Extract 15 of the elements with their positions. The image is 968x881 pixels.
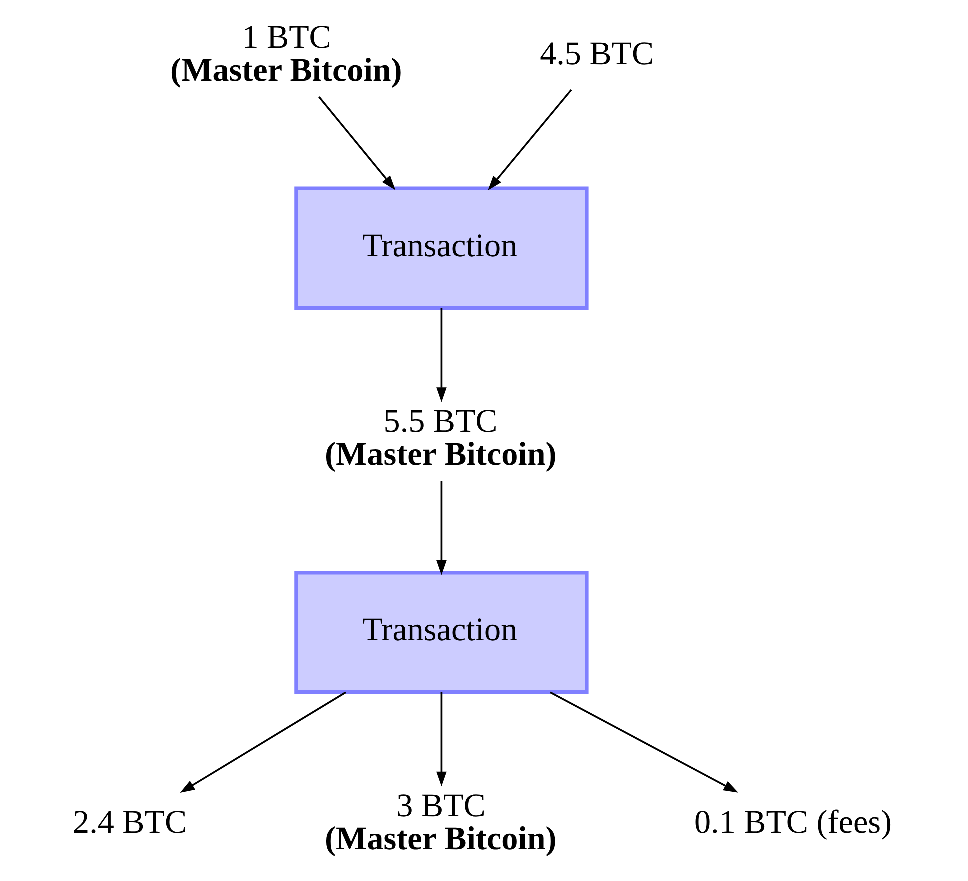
node-box: Transaction — [294, 186, 589, 310]
node-text: 2.4 BTC — [73, 804, 188, 841]
arrow — [180, 692, 346, 794]
arrow — [436, 481, 447, 576]
arrow — [488, 89, 572, 191]
node-text: 0.1 BTC (fees) — [694, 804, 892, 841]
arrow — [436, 308, 447, 402]
node-text: 3 BTC (Master Bitcoin) — [324, 788, 557, 858]
node-box: Transaction — [294, 571, 589, 694]
node-text: 1 BTC (Master Bitcoin) — [170, 20, 402, 89]
arrow — [550, 692, 739, 793]
arrow — [436, 692, 447, 787]
arrow — [318, 96, 396, 190]
node-text: 4.5 BTC — [540, 36, 654, 72]
node-text: 5.5 BTC (Master Bitcoin) — [324, 404, 557, 474]
